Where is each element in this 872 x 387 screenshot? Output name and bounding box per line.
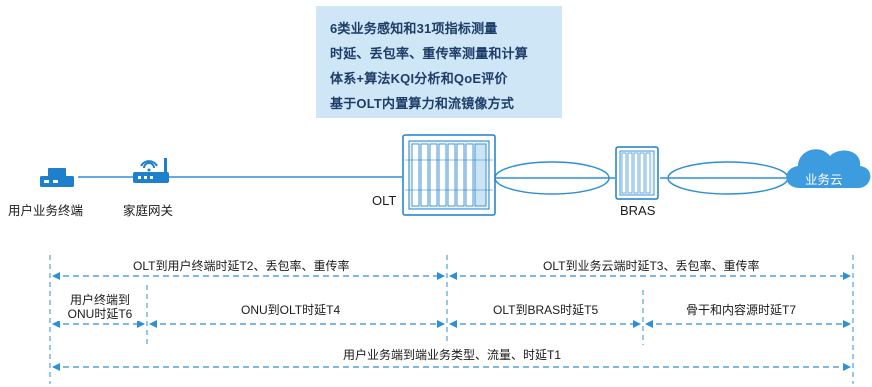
bras-label: BRAS	[620, 203, 656, 218]
olt-icon	[402, 134, 496, 216]
metric-t6-label: 用户终端到 ONU时延T6	[58, 293, 142, 321]
metric-t6-line2: ONU时延T6	[67, 307, 133, 321]
callout-line-4: 基于OLT内置算力和流镜像方式	[330, 96, 515, 111]
metric-t6-line1: 用户终端到	[69, 293, 130, 307]
metric-t3-label: OLT到业务云端时延T3、丢包率、重传率	[540, 257, 763, 274]
router-icon	[133, 158, 169, 183]
terminal-label: 用户业务终端	[8, 204, 84, 218]
cloud-icon	[786, 149, 871, 188]
callout-line-2: 时延、丢包率、重传率测量和计算	[330, 46, 529, 61]
feature-callout: 6类业务感知和31项指标测量 时延、丢包率、重传率测量和计算 体系+算法KQI分…	[316, 6, 562, 118]
callout-line-3: 体系+算法KQI分析和QoE评价	[330, 71, 508, 86]
gateway-label: 家庭网关	[123, 204, 174, 218]
metric-t7-label: 骨干和内容源时延T7	[683, 301, 800, 318]
olt-label: OLT	[372, 193, 397, 208]
cloud-label: 业务云	[805, 173, 843, 187]
terminal-icon	[40, 168, 74, 187]
callout-line-1: 6类业务感知和31项指标测量	[330, 21, 498, 36]
metric-t1-label: 用户业务端到端业务类型、流量、时延T1	[340, 346, 565, 363]
metric-t5-label: OLT到BRAS时延T5	[490, 301, 602, 318]
metric-t4-label: ONU到OLT时延T4	[238, 301, 344, 318]
metric-t2-label: OLT到用户终端时延T2、丢包率、重传率	[130, 257, 353, 274]
bras-icon	[615, 146, 659, 200]
